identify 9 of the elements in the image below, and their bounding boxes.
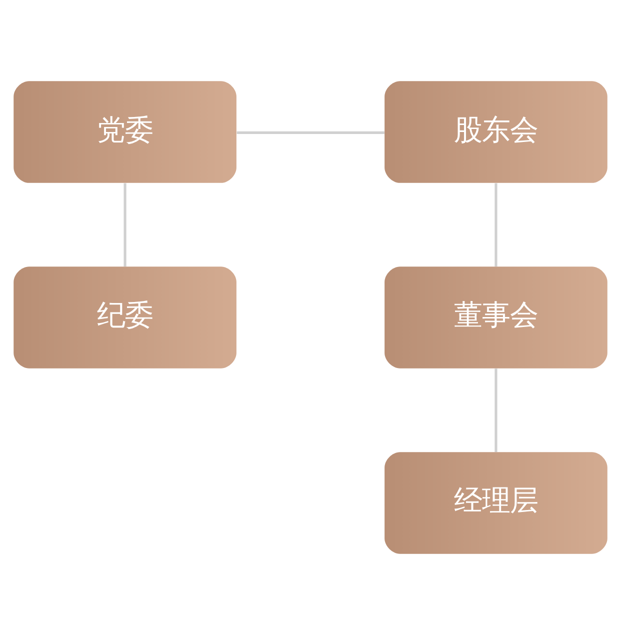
node-box: 董事会 [384, 266, 608, 368]
connector [494, 183, 498, 266]
node-box: 纪委 [14, 266, 236, 368]
node-box: 股东会 [384, 81, 608, 183]
node-box: 党委 [14, 81, 236, 183]
connector [124, 183, 126, 266]
connector [236, 131, 384, 134]
connector [494, 368, 498, 452]
node-box: 经理层 [384, 452, 608, 554]
